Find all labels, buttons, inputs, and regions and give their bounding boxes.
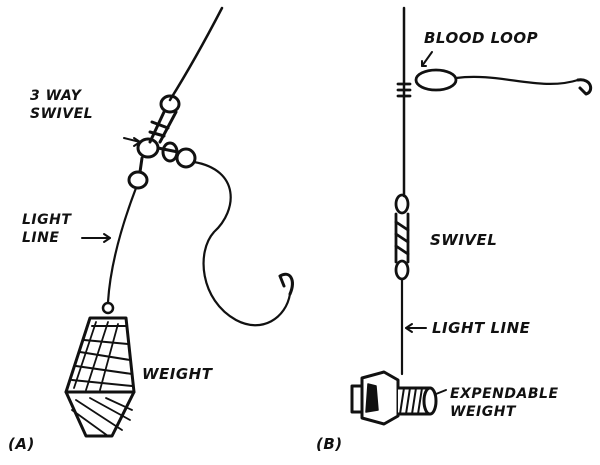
blood-loop-pointer-arrow	[421, 51, 433, 67]
swivel-b	[394, 193, 410, 281]
hook-line-a	[192, 160, 292, 327]
blood-loop-knot	[396, 68, 458, 98]
light-line-a	[106, 186, 138, 304]
dropper-line-b	[454, 75, 580, 86]
swivel-b-label: SWIVEL	[430, 231, 498, 249]
light-line-label-line1: LIGHT	[22, 212, 72, 228]
swivel-label-line2: SWIVEL	[30, 106, 94, 122]
hook-b	[576, 78, 593, 96]
expendable-weight-label-line1: EXPENDABLE	[450, 386, 559, 402]
hook-a	[278, 272, 294, 296]
light-line-b-label: LIGHT LINE	[432, 319, 531, 337]
swivel-label-line1: 3 WAY	[30, 88, 82, 104]
blood-loop-label: BLOOD LOOP	[424, 29, 539, 47]
panel-b-tag: (B)	[316, 435, 343, 453]
three-way-swivel	[127, 94, 197, 190]
weight-label: WEIGHT	[142, 365, 213, 383]
weight-pointer-arrow	[435, 389, 447, 395]
main-line-a	[168, 6, 224, 102]
panel-b-rig	[350, 6, 593, 426]
light-line-label-line2: LINE	[22, 230, 60, 246]
expendable-weight-label-line2: WEIGHT	[450, 404, 516, 420]
expendable-weight-b	[350, 370, 438, 426]
panel-a-tag: (A)	[8, 435, 35, 453]
weight-a	[64, 316, 136, 438]
panel-a-rig	[64, 6, 294, 438]
